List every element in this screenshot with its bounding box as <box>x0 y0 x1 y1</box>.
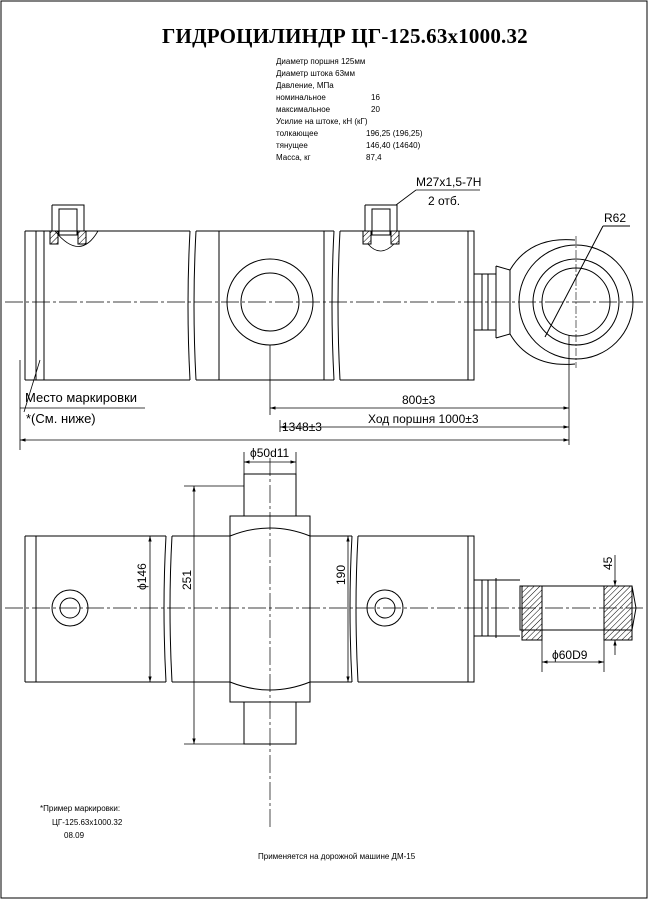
eye-radius-label: R62 <box>604 211 627 225</box>
dimension-lines-top <box>19 189 570 450</box>
spec-mass-label: Масса, кг <box>276 153 311 162</box>
body-width-label: 190 <box>334 564 348 585</box>
spec-piston-diameter: Диаметр поршня 125мм <box>276 57 366 66</box>
marking-example-code: ЦГ-125.63х1000.32 <box>52 818 123 827</box>
marking-place-label: Место маркировки <box>25 390 138 405</box>
drawing-title: ГИДРОЦИЛИНДР ЦГ-125.63х1000.32 <box>162 24 528 48</box>
port-count-label: 2 отб. <box>428 194 461 208</box>
trunnion-diameter-label: ϕ50d11 <box>250 446 290 460</box>
spec-push-label: толкающее <box>276 129 319 138</box>
marking-example-header: *Пример маркировки: <box>40 804 121 813</box>
mount-distance-label: 800±3 <box>402 393 436 407</box>
cylinder-side-view <box>5 204 643 381</box>
trunnion-span-label: 251 <box>180 569 194 590</box>
cylinder-top-view <box>5 458 643 830</box>
spec-pressure-header: Давление, МПа <box>276 81 334 90</box>
eye-bore-label: ϕ60D9 <box>552 648 588 662</box>
body-diameter-label: ϕ146 <box>135 563 149 590</box>
spec-pull-label: тянущее <box>276 141 308 150</box>
spec-pull-value: 146,40 (14640) <box>366 141 421 150</box>
spec-nominal-value: 16 <box>371 93 380 102</box>
spec-max-value: 20 <box>371 105 380 114</box>
eye-width-label: 45 <box>601 556 615 570</box>
spec-mass-value: 87,4 <box>366 153 382 162</box>
marking-see-below: *(См. ниже) <box>26 411 96 426</box>
port-thread-label: М27х1,5-7Н <box>416 175 482 189</box>
marking-example-date: 08.09 <box>64 831 85 840</box>
total-length-label: 1348±3 <box>282 420 322 434</box>
dimension-lines-bottom <box>148 452 617 745</box>
spec-nominal-label: номинальное <box>276 93 326 102</box>
spec-push-value: 196,25 (196,25) <box>366 129 423 138</box>
spec-rod-diameter: Диаметр штока 63мм <box>276 69 356 78</box>
spec-force-header: Усилие на штоке, кН (кГ) <box>276 117 368 126</box>
footer-note: Применяется на дорожной машине ДМ-15 <box>258 852 416 861</box>
spec-max-label: максимальное <box>276 105 331 114</box>
stroke-label: Ход поршня 1000±3 <box>368 412 479 426</box>
